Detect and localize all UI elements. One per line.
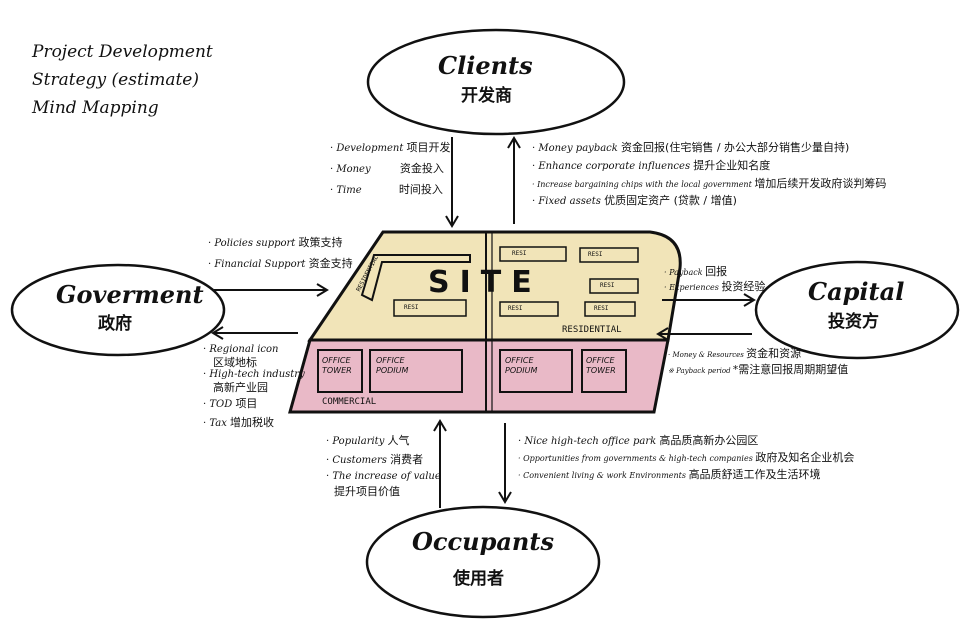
occupants-to-site-item-zh: 提升项目价值 [334, 485, 400, 498]
site-commercial-area [288, 338, 670, 414]
capital-label-en: Capital [808, 277, 905, 306]
capital-to-site-item: · Money & Resources 资金和资源 [668, 347, 802, 360]
site-to-government-item: · Regional icon [203, 344, 279, 355]
site-to-capital-item: · Payback 回报 [664, 265, 728, 278]
resi-block-r4 [499, 301, 559, 317]
occupants-to-site-item: · The increase of value [326, 471, 441, 482]
occupants-label-en: Occupants [412, 527, 554, 556]
office-podium-left-label: OFFICE PODIUM [376, 356, 409, 375]
government-to-site-item: · Policies support 政策支持 [208, 236, 343, 249]
site-to-clients-item: · Fixed assets 优质固定资产 (贷款 / 增值) [532, 194, 737, 207]
site-to-capital-item: · Experiences 投资经验 [664, 280, 766, 293]
clients-to-site-item: · Money 资金投入 [330, 162, 444, 175]
site-residential-area [307, 230, 682, 342]
title-line-2: Strategy (estimate) [32, 70, 199, 90]
office-podium-left-block [369, 349, 463, 393]
residential-right-label: RESIDENTIAL [562, 325, 622, 335]
resi-tag-r1: RESI [512, 250, 527, 257]
office-podium-right-block [499, 349, 573, 393]
government-oval [10, 263, 226, 357]
site-to-government-item: · High-tech industry [203, 369, 305, 380]
site-to-clients-item: · Increase bargaining chips with the loc… [532, 177, 887, 190]
title-line-3: Mind Mapping [32, 98, 159, 118]
government-label-en: Goverment [56, 280, 204, 309]
resi-block-r3 [589, 278, 639, 294]
resi-tag-r3: RESI [600, 282, 615, 289]
office-podium-right-label: OFFICE PODIUM [505, 356, 538, 375]
office-tower-right-label: OFFICE TOWER [586, 356, 616, 375]
title-line-1: Project Development [32, 42, 213, 62]
resi-block-r5 [584, 301, 636, 317]
resi-tag-left: RESI [404, 304, 419, 311]
government-to-site-item: · Financial Support 资金支持 [208, 257, 353, 270]
site-to-government-item-zh: 高新产业园 [213, 381, 268, 394]
capital-oval [754, 260, 960, 360]
site-to-clients-item: · Enhance corporate influences 提升企业知名度 [532, 159, 771, 172]
clients-to-site-item: · Development 项目开发 [330, 141, 451, 154]
commercial-label: COMMERCIAL [322, 397, 377, 407]
site-to-occupants-item: · Nice high-tech office park 高品质高新办公园区 [518, 434, 759, 447]
site-to-occupants-item: · Convenient living & work Environments … [518, 468, 821, 481]
occupants-oval [365, 505, 601, 619]
office-tower-left-label: OFFICE TOWER [322, 356, 352, 375]
government-label-zh: 政府 [98, 314, 132, 334]
resi-tag-r5: RESI [594, 305, 609, 312]
site-label: SITE [428, 265, 542, 300]
clients-label-en: Clients [438, 51, 533, 80]
residential-left-blocks [360, 254, 471, 302]
resi-block-r1 [499, 246, 567, 262]
occupants-to-site-item: · Popularity 人气 [326, 434, 410, 447]
office-tower-left-block [317, 349, 363, 393]
capital-to-site-item: ※ Payback period *需注意回报周期期望值 [668, 363, 849, 376]
site-to-government-item: · Tax 增加税收 [203, 416, 275, 429]
site-to-government-item-zh: 区域地标 [213, 356, 257, 369]
clients-to-site-item: · Time 时间投入 [330, 183, 443, 196]
site-to-government-item: · TOD 项目 [203, 397, 258, 410]
resi-tag-r2: RESI [588, 251, 603, 258]
capital-label-zh: 投资方 [828, 312, 879, 332]
office-tower-right-block [581, 349, 627, 393]
site-to-clients-item: · Money payback 资金回报(住宅销售 / 办公大部分销售少量自持) [532, 141, 850, 154]
occupants-label-zh: 使用者 [453, 569, 504, 589]
occupants-to-site-item: · Customers 消费者 [326, 453, 424, 466]
site-to-occupants-item: · Opportunities from governments & high-… [518, 451, 855, 464]
resi-tag-r4: RESI [508, 305, 523, 312]
clients-label-zh: 开发商 [461, 86, 512, 106]
resi-block-r2 [579, 247, 639, 263]
clients-oval [366, 28, 626, 136]
resi-block-left [393, 299, 467, 317]
